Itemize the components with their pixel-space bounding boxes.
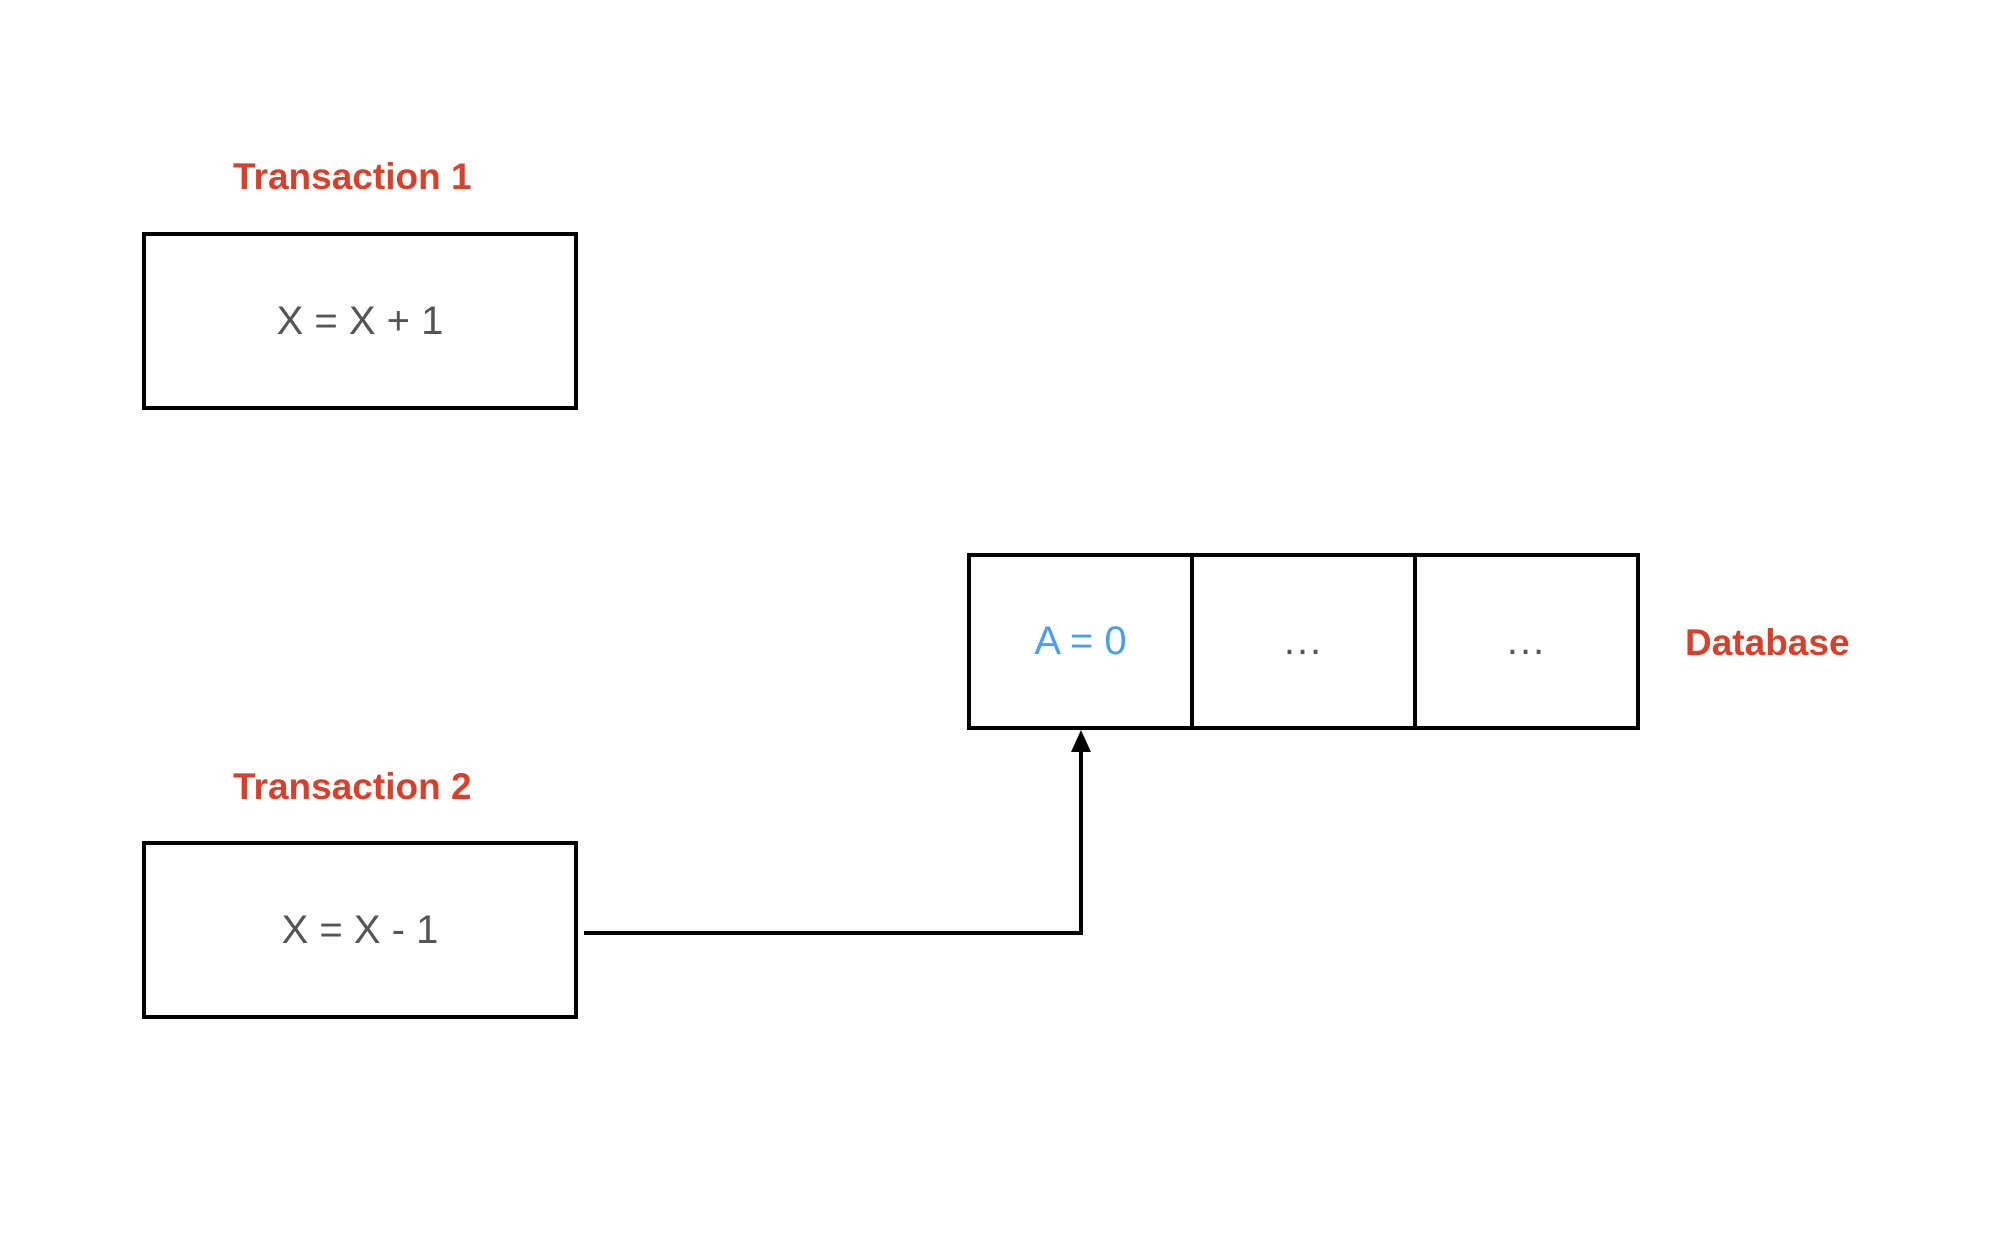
transaction-1-title: Transaction 1 [233,156,472,197]
transaction-1-expression: X = X + 1 [276,298,444,343]
database-cell-3-text: ... [1506,619,1547,663]
database-cell-1[interactable]: A = 0 [971,557,1190,726]
database-cell-2[interactable]: ... [1190,557,1413,726]
arrowhead-icon [1071,730,1091,752]
connector-transaction-2-to-database [584,752,1083,935]
database-cell-2-text: ... [1283,619,1324,663]
database-cell-3[interactable]: ... [1413,557,1636,726]
transaction-1-box[interactable]: X = X + 1 [142,232,578,410]
database-cell-1-text: A = 0 [1034,619,1127,663]
transaction-2-expression: X = X - 1 [281,907,439,952]
transaction-2-title: Transaction 2 [233,766,472,807]
database-label: Database [1685,622,1850,663]
database-table: A = 0 ... ... [967,553,1640,730]
transaction-2-box[interactable]: X = X - 1 [142,841,578,1019]
